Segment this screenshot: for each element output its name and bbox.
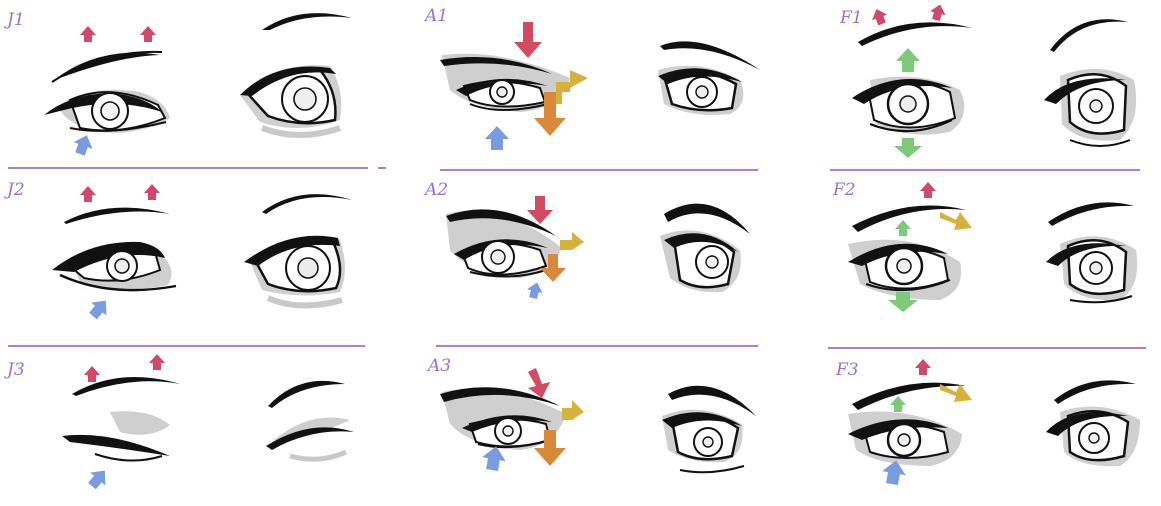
eye-j2-side: [244, 194, 352, 309]
arrows-a3: [480, 368, 584, 473]
eye-a3-front: [440, 387, 566, 450]
eye-a2-front: [446, 209, 562, 278]
panel-label-f3: F3: [836, 360, 859, 380]
eye-a1-front: [440, 53, 570, 112]
eye-f1-side: [1044, 19, 1137, 147]
arrows-a1: [485, 22, 588, 150]
panel-label-f2: F2: [833, 180, 856, 200]
eye-f3-side: [1046, 380, 1140, 467]
eye-a2-side: [660, 203, 750, 293]
eye-j3-side: [266, 380, 354, 462]
panel-label-a3: A3: [428, 356, 452, 376]
eye-f2-front: [848, 205, 966, 300]
row-dividers: [8, 167, 1146, 349]
eye-j1-front: [44, 50, 170, 133]
panel-label-j2: J2: [7, 180, 25, 200]
arrows-f2: [888, 182, 972, 312]
panel-label-a2: A2: [425, 180, 449, 200]
arrows-f1: [869, 2, 948, 158]
eye-j1-side: [240, 13, 352, 138]
arrows-a2: [525, 196, 584, 301]
eye-f1-front: [852, 22, 972, 135]
panel-label-j1: J1: [7, 10, 25, 30]
eye-j2-front: [52, 207, 177, 292]
eye-f3-front: [848, 382, 966, 466]
eye-a3-side: [662, 385, 756, 474]
panel-label-a1: A1: [425, 6, 449, 26]
arrows-f3: [880, 359, 972, 487]
eye-a1-side: [658, 41, 760, 115]
panel-label-f1: F1: [840, 8, 863, 28]
panel-label-j3: J3: [7, 360, 25, 380]
eye-j3-front: [62, 376, 180, 462]
eye-f2-side: [1046, 202, 1138, 304]
